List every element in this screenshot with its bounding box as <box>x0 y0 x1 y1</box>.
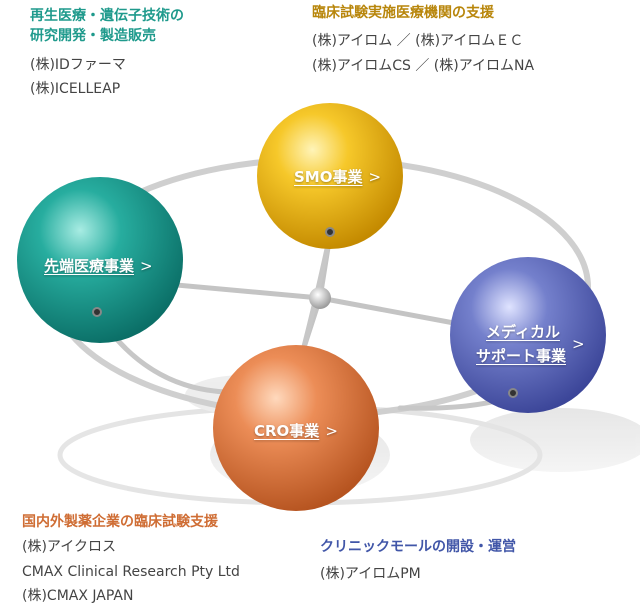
center-node <box>309 287 331 309</box>
cro-sphere[interactable] <box>213 345 379 511</box>
pharma-heading: 国内外製薬企業の臨床試験支援 <box>22 514 218 530</box>
regenerative-company-1: (株)IDファーマ <box>30 57 126 73</box>
cro-label: CRO事業 <box>254 422 320 440</box>
regenerative-company-2: (株)ICELLEAP <box>30 81 121 97</box>
chevron-right-icon: > <box>325 422 338 440</box>
chevron-right-icon: > <box>572 335 585 353</box>
advanced-medicine-link[interactable]: 先端医療事業 > <box>44 254 153 278</box>
clinical-support-line1: (株)アイロム ／ (株)アイロムＥＣ <box>312 33 524 49</box>
smo-sphere[interactable] <box>257 103 403 249</box>
chevron-right-icon: > <box>368 168 382 186</box>
clinical-support-line2: (株)アイロムCS ／ (株)アイロムNA <box>312 58 535 74</box>
regenerative-heading-line1: 再生医療・遺伝子技術の <box>30 8 184 24</box>
clinic-heading: クリニックモールの開設・運営 <box>320 539 516 555</box>
smo-label: SMO事業 <box>294 168 363 186</box>
chevron-right-icon: > <box>140 257 153 275</box>
regenerative-heading-line2: 研究開発・製造販売 <box>30 28 156 44</box>
clinical-support-heading: 臨床試験実施医療機関の支援 <box>312 5 494 21</box>
clinic-company-1: (株)アイロムPM <box>320 566 421 582</box>
pharma-company-3: (株)CMAX JAPAN <box>22 588 134 604</box>
medical-support-sphere[interactable] <box>450 257 606 413</box>
cro-link[interactable]: CRO事業 > <box>254 419 338 443</box>
medical-support-link[interactable]: メディカル サポート事業 > <box>476 320 585 368</box>
advanced-medicine-sphere[interactable] <box>17 177 183 343</box>
advanced-medicine-label: 先端医療事業 <box>44 257 135 275</box>
pharma-company-2: CMAX Clinical Research Pty Ltd <box>22 564 240 580</box>
connector-nubs <box>92 227 518 398</box>
medical-support-label-line2: サポート事業 <box>476 347 567 365</box>
smo-link[interactable]: SMO事業 > <box>294 165 381 189</box>
pharma-company-1: (株)アイクロス <box>22 539 116 555</box>
medical-support-label-line1: メディカル <box>486 323 560 341</box>
